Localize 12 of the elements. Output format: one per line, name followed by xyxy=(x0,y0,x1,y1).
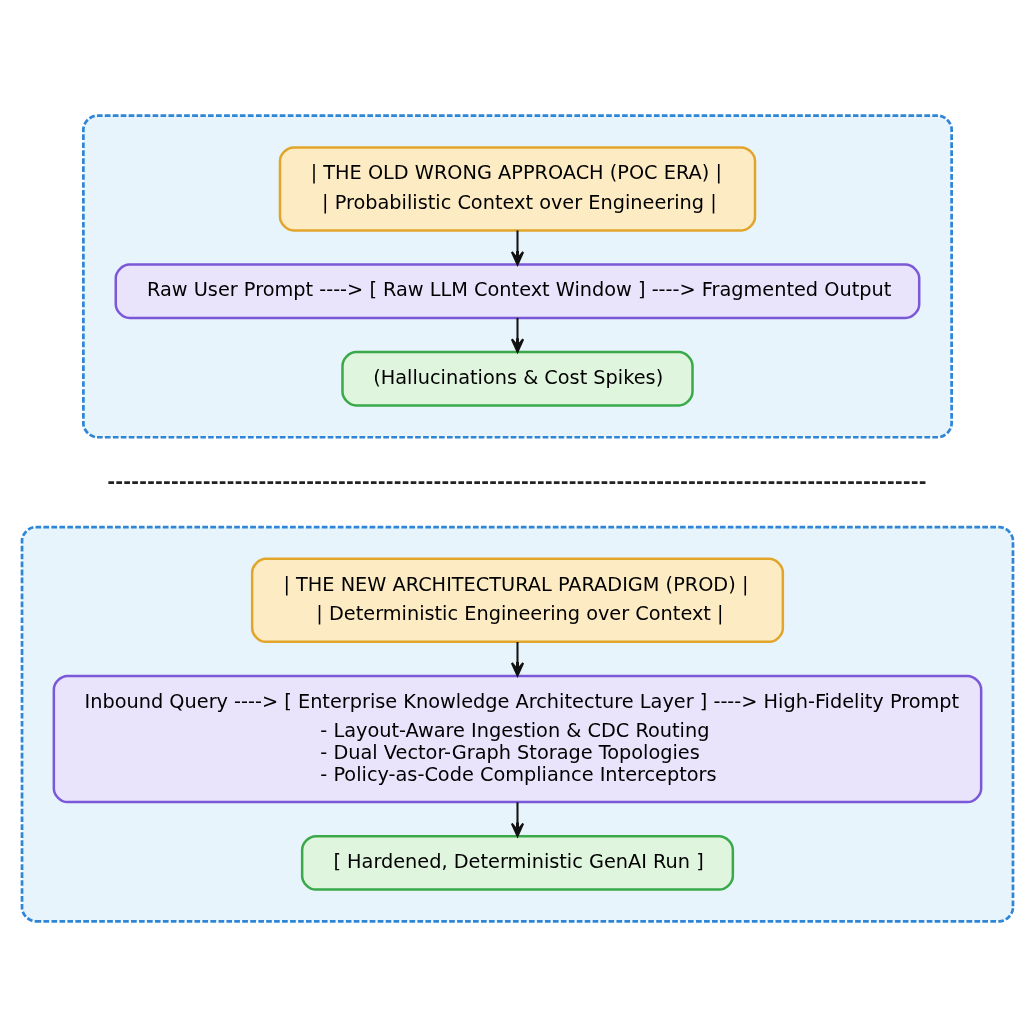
cluster xyxy=(82,113,953,439)
arrow xyxy=(510,229,525,266)
node-box: Inbound Query ----> [ Enterprise Knowledge Architecture Layer ] ----> High-Fidelity Prompt - Layout-Aware Ingestion & CDC Routing - Dual Vector-Graph Storage Topologies - Policy-as-Code Compliance Interceptors xyxy=(52,674,983,803)
node-box: Raw User Prompt ----> [ Raw LLM Context Window ] ----> Fragmented Output xyxy=(114,262,921,319)
cluster xyxy=(20,525,1015,923)
node-box: (Hallucinations & Cost Spikes) xyxy=(341,350,694,407)
arrow xyxy=(510,801,525,837)
arrow xyxy=(510,641,525,676)
node-box: | THE NEW ARCHITECTURAL PARADIGM (PROD) | | Deterministic Engineering over Context | xyxy=(250,557,785,643)
arrow xyxy=(510,317,525,353)
node-box: [ Hardened, Deterministic GenAI Run ] xyxy=(300,834,735,891)
node-box: | THE OLD WRONG APPROACH (POC ERA) | | Probabilistic Context over Engineering | xyxy=(278,145,757,232)
